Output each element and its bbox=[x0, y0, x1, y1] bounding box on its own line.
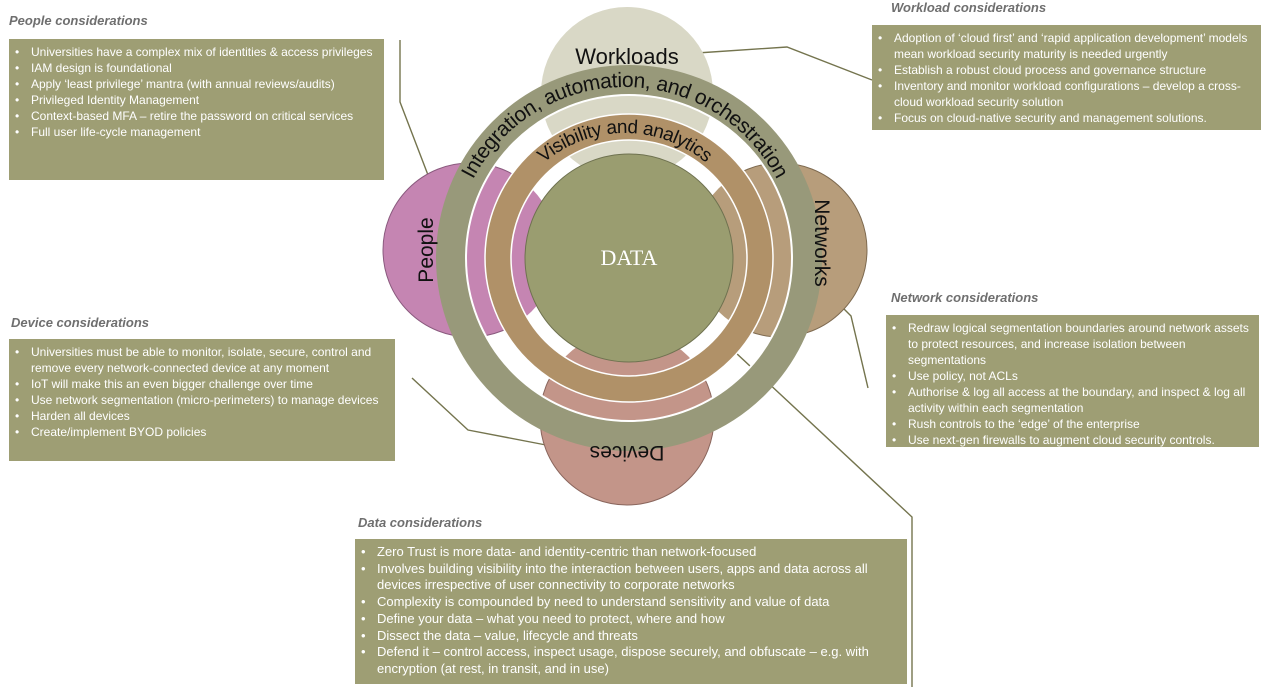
people-label: People bbox=[415, 217, 438, 282]
list-item: Full user life-cycle management bbox=[13, 124, 376, 140]
people-connector bbox=[399, 40, 429, 176]
list-item: Focus on cloud-native security and manag… bbox=[876, 110, 1253, 126]
network-list: Redraw logical segmentation boundaries a… bbox=[890, 320, 1251, 448]
inner-ring bbox=[485, 114, 773, 402]
list-item: Use network segmentation (micro-perimete… bbox=[13, 392, 387, 408]
list-item: Establish a robust cloud process and gov… bbox=[876, 62, 1253, 78]
people-panel: Universities have a complex mix of ident… bbox=[9, 39, 384, 180]
data-center-circle bbox=[524, 153, 734, 363]
people-list: Universities have a complex mix of ident… bbox=[13, 44, 376, 140]
workload-heading: Workload considerations bbox=[891, 0, 1047, 15]
list-item: Rush controls to the ‘edge’ of the enter… bbox=[890, 416, 1251, 432]
list-item: Authorise & log all access at the bounda… bbox=[890, 384, 1251, 416]
list-item: Universities must be able to monitor, is… bbox=[13, 344, 387, 376]
outer-ring bbox=[436, 65, 822, 451]
list-item: Context-based MFA – retire the password … bbox=[13, 108, 376, 124]
list-item: IoT will make this an even bigger challe… bbox=[13, 376, 387, 392]
workload-panel: Adoption of ‘cloud first’ and ‘rapid app… bbox=[872, 25, 1261, 130]
list-item: Use next-gen firewalls to augment cloud … bbox=[890, 432, 1251, 448]
workload-list: Adoption of ‘cloud first’ and ‘rapid app… bbox=[876, 30, 1253, 126]
data-label: DATA bbox=[601, 245, 658, 270]
network-panel: Redraw logical segmentation boundaries a… bbox=[886, 315, 1259, 448]
list-item: Create/implement BYOD policies bbox=[13, 424, 387, 440]
list-item: Complexity is compounded by need to unde… bbox=[359, 594, 899, 611]
list-item: IAM design is foundational bbox=[13, 60, 376, 76]
list-item: Involves building visibility into the in… bbox=[359, 561, 899, 594]
networks-label: Networks bbox=[810, 199, 833, 287]
list-item: Harden all devices bbox=[13, 408, 387, 424]
list-item: Adoption of ‘cloud first’ and ‘rapid app… bbox=[876, 30, 1253, 62]
workload-connector bbox=[696, 46, 873, 81]
list-item: Redraw logical segmentation boundaries a… bbox=[890, 320, 1251, 368]
data-list: Zero Trust is more data- and identity-ce… bbox=[359, 544, 899, 678]
inner-ring-rim-outer bbox=[484, 113, 774, 403]
data-panel: Zero Trust is more data- and identity-ce… bbox=[355, 539, 907, 684]
list-item: Zero Trust is more data- and identity-ce… bbox=[359, 544, 899, 561]
network-heading: Network considerations bbox=[891, 290, 1039, 305]
device-panel: Universities must be able to monitor, is… bbox=[9, 339, 395, 461]
inner-ring-rim-inner bbox=[510, 139, 748, 377]
device-connector bbox=[411, 377, 547, 446]
device-list: Universities must be able to monitor, is… bbox=[13, 344, 387, 440]
list-item: Apply ‘least privilege’ mantra (with ann… bbox=[13, 76, 376, 92]
data-heading: Data considerations bbox=[358, 515, 483, 530]
list-item: Privileged Identity Management bbox=[13, 92, 376, 108]
list-item: Use policy, not ACLs bbox=[890, 368, 1251, 384]
workloads-label: Workloads bbox=[575, 44, 679, 69]
devices-label: Devices bbox=[590, 441, 665, 464]
list-item: Defend it – control access, inspect usag… bbox=[359, 644, 899, 677]
device-heading: Device considerations bbox=[11, 315, 149, 330]
people-heading: People considerations bbox=[9, 13, 148, 28]
network-connector bbox=[839, 304, 869, 389]
data-connector bbox=[705, 324, 913, 687]
list-item: Inventory and monitor workload configura… bbox=[876, 78, 1253, 110]
list-item: Dissect the data – value, lifecycle and … bbox=[359, 628, 899, 645]
outer-ring-rim bbox=[465, 94, 793, 422]
list-item: Define your data – what you need to prot… bbox=[359, 611, 899, 628]
list-item: Universities have a complex mix of ident… bbox=[13, 44, 376, 60]
